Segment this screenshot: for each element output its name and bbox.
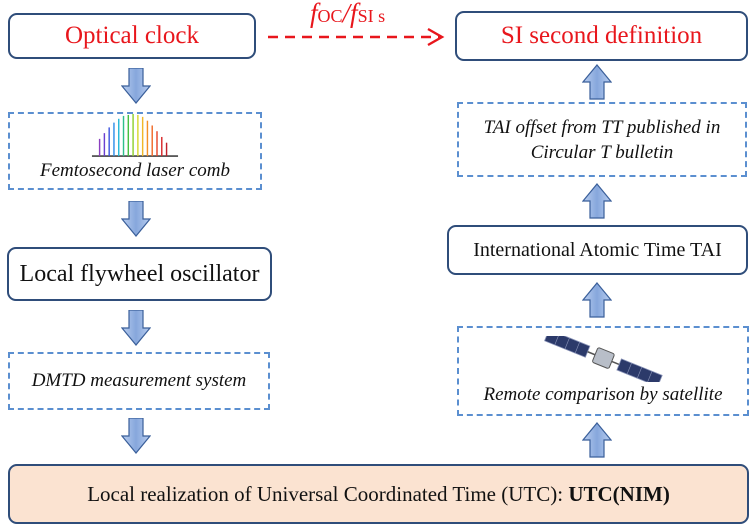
tai-offset-line1: TAI offset from TT published in [483, 116, 721, 138]
utc-nim-label: UTC(NIM) [568, 481, 670, 506]
frequency-comb-icon [91, 114, 179, 157]
arrow-down-icon [121, 418, 151, 454]
optical-clock-label: Optical clock [65, 22, 199, 49]
utc-realization-box: Local realization of Universal Coordinat… [8, 464, 749, 524]
dmtd-box: DMTD measurement system [8, 352, 270, 410]
optical-clock-box: Optical clock [8, 13, 256, 59]
tai-box: International Atomic Time TAI [447, 225, 748, 275]
arrow-up-icon [582, 183, 612, 219]
tai-label: International Atomic Time TAI [473, 238, 722, 261]
flywheel-oscillator-label: Local flywheel oscillator [19, 260, 260, 287]
arrow-down-icon [121, 68, 151, 104]
si-second-label: SI second definition [500, 22, 703, 49]
si-second-box: SI second definition [455, 11, 748, 61]
arrow-up-icon [582, 282, 612, 318]
remote-comparison-box: Remote comparison by satellite [457, 326, 749, 416]
remote-comparison-label: Remote comparison by satellite [483, 384, 723, 405]
arrow-down-icon [121, 201, 151, 237]
arrow-up-icon [582, 422, 612, 458]
femtosecond-comb-box: Femtosecond laser comb [8, 112, 262, 190]
tai-offset-line2: Circular T bulletin [530, 141, 674, 163]
tai-offset-box: TAI offset from TT published in Circular… [457, 102, 747, 177]
satellite-icon [544, 336, 663, 382]
frequency-ratio-label: fOC/fSI s [310, 0, 386, 28]
utc-realization-label: Local realization of Universal Coordinat… [87, 481, 569, 506]
flywheel-oscillator-box: Local flywheel oscillator [7, 247, 272, 301]
arrow-down-icon [121, 310, 151, 346]
femtosecond-comb-label: Femtosecond laser comb [40, 160, 230, 181]
dmtd-label: DMTD measurement system [31, 370, 247, 391]
arrow-up-icon [582, 64, 612, 100]
